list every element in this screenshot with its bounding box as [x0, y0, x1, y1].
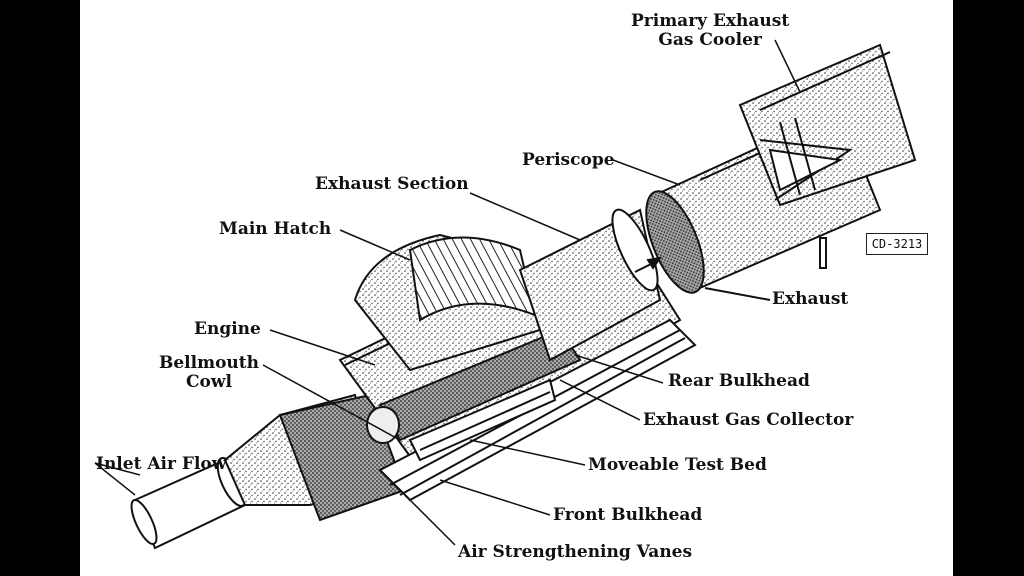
label-bellmouth-cowl: Bellmouth Cowl — [159, 354, 259, 392]
label-exhaust-section: Exhaust Section — [315, 174, 469, 194]
label-rear-bulkhead: Rear Bulkhead — [668, 371, 810, 391]
label-exhaust-gas-collector: Exhaust Gas Collector — [643, 410, 854, 430]
exhaust-section-shape — [518, 208, 662, 362]
label-exhaust: Exhaust — [772, 289, 849, 309]
main-hatch-shape — [353, 233, 542, 372]
label-primary-exhaust-line2: Gas Cooler — [658, 30, 762, 50]
label-bellmouth-line1: Bellmouth — [159, 353, 259, 373]
engine-test-chamber-drawing — [94, 39, 917, 550]
label-primary-exhaust-line1: Primary Exhaust — [631, 11, 790, 31]
diagram-panel: Primary Exhaust Gas Cooler Periscope Exh… — [80, 0, 953, 576]
drawing-number-stamp: CD-3213 — [866, 233, 928, 255]
label-bellmouth-line2: Cowl — [186, 372, 232, 392]
label-front-bulkhead: Front Bulkhead — [553, 505, 703, 525]
label-periscope: Periscope — [522, 150, 615, 170]
periscope-post — [819, 237, 827, 269]
label-engine: Engine — [194, 319, 261, 339]
label-moveable-test-bed: Moveable Test Bed — [588, 455, 767, 475]
primary-exhaust-gas-cooler-shape — [738, 43, 917, 207]
label-air-strengthening-vanes: Air Strengthening Vanes — [458, 542, 693, 562]
leader-lines — [94, 39, 801, 546]
label-primary-exhaust-gas-cooler: Primary Exhaust Gas Cooler — [631, 12, 789, 50]
label-main-hatch: Main Hatch — [219, 219, 332, 239]
label-inlet-air-flow: Inlet Air Flow — [96, 454, 227, 474]
engine-shape — [366, 328, 582, 462]
exhaust-arrow — [634, 256, 771, 301]
